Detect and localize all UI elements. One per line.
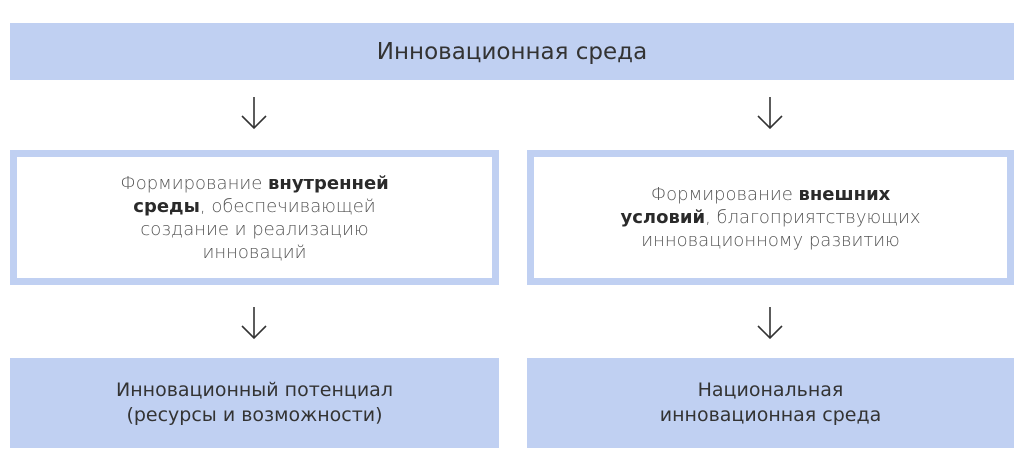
text-line: создание и реализацию	[140, 218, 369, 240]
internal-environment-text: Формирование внутренней среды, обеспечив…	[120, 172, 389, 264]
text-line: инновационная среда	[659, 404, 882, 426]
bold-fragment: внешних	[798, 184, 891, 205]
national-innovation-environment-text: Национальная инновационная среда	[660, 378, 882, 428]
text-line: Национальная	[697, 379, 844, 401]
text-fragment: , обеспечивающей	[199, 195, 376, 217]
arrow-down-icon	[241, 307, 267, 340]
external-conditions-box: Формирование внешних условий, благоприят…	[527, 150, 1014, 285]
text-fragment: Формирование	[650, 184, 799, 205]
text-line: Инновационный потенциал	[116, 379, 393, 401]
text-fragment: Формирование	[120, 172, 268, 194]
text-fragment: , благоприятствующих	[705, 207, 921, 228]
bold-fragment: среды	[133, 195, 200, 217]
arrow-down-icon	[757, 97, 783, 130]
internal-environment-box: Формирование внутренней среды, обеспечив…	[10, 150, 499, 285]
innovation-potential-box: Инновационный потенциал (ресурсы и возмо…	[10, 358, 499, 448]
bold-fragment: условий	[620, 207, 706, 228]
innovation-environment-header: Инновационная среда	[10, 23, 1014, 80]
text-line: (ресурсы и возможности)	[126, 404, 383, 426]
text-line: инноваций	[202, 241, 307, 263]
external-conditions-text: Формирование внешних условий, благоприят…	[621, 183, 921, 252]
arrow-down-icon	[241, 97, 267, 130]
innovation-potential-text: Инновационный потенциал (ресурсы и возмо…	[116, 378, 393, 428]
arrow-down-icon	[757, 307, 783, 340]
text-line: инновационному развитию	[641, 230, 900, 251]
header-title: Инновационная среда	[376, 38, 648, 65]
bold-fragment: внутренней	[268, 172, 389, 194]
national-innovation-environment-box: Национальная инновационная среда	[527, 358, 1014, 448]
